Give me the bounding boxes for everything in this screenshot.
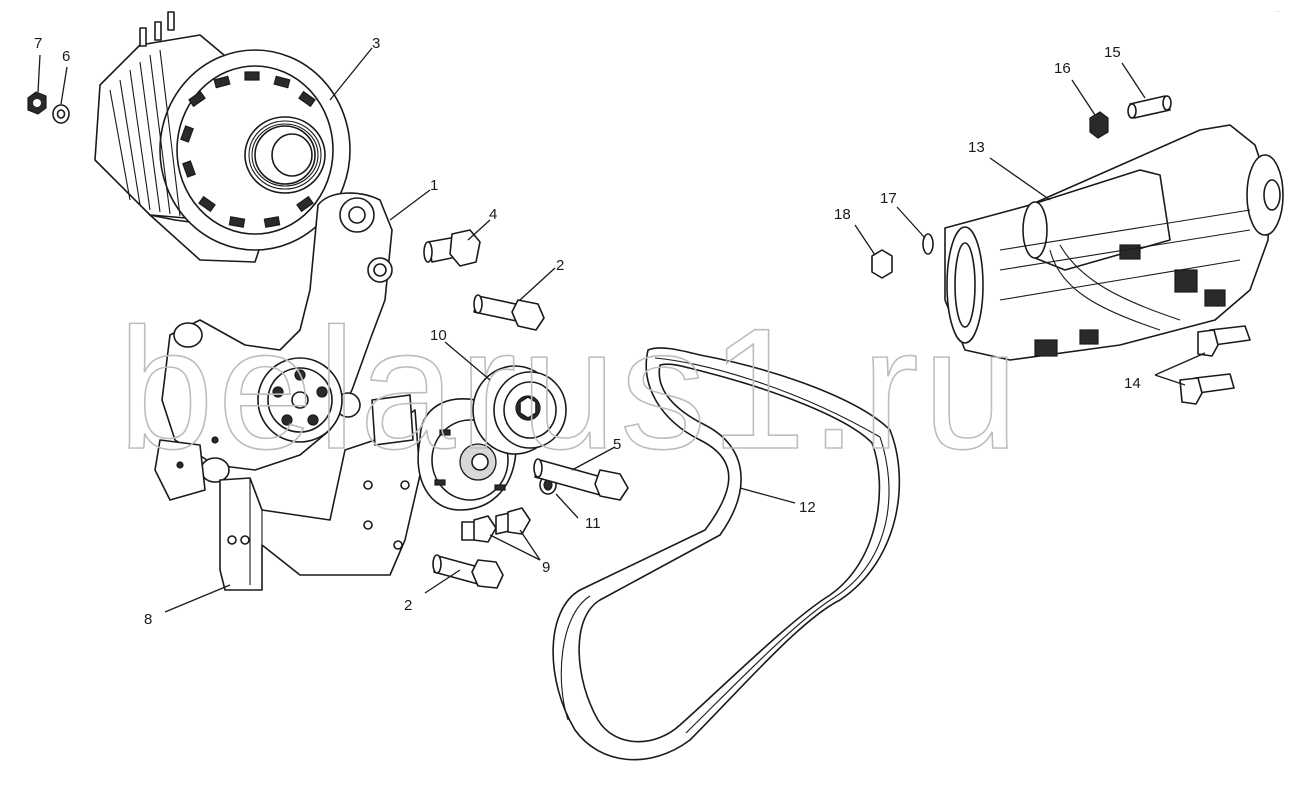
washer-17: [922, 233, 934, 255]
idler-pulley: [472, 365, 567, 455]
bolt-4: [423, 229, 481, 267]
callout-2-lower: 2: [404, 597, 412, 614]
nut-7: [27, 91, 47, 115]
callout-11: 11: [585, 515, 601, 532]
callout-12: 12: [799, 499, 816, 516]
callout-15: 15: [1104, 44, 1121, 61]
callout-4: 4: [489, 206, 497, 223]
callout-labels: 7 6 3 1 4 2 10 5 11 12 9 2 8 13 14 15 16…: [34, 35, 1141, 628]
leader-lines: [37, 47, 1206, 613]
callout-3: 3: [372, 35, 380, 52]
starter-motor: [944, 124, 1284, 361]
watermark: belarus1.ru: [118, 293, 1023, 485]
washer-6: [52, 104, 70, 124]
callout-1: 1: [430, 177, 438, 194]
callout-9: 9: [542, 559, 550, 576]
callout-5: 5: [613, 436, 621, 453]
callout-2-upper: 2: [556, 257, 564, 274]
bolt-5: [533, 458, 629, 501]
bolts-14: [1179, 325, 1251, 405]
callout-8: 8: [144, 611, 152, 628]
alternator: [94, 11, 351, 263]
nut-18: [871, 249, 893, 279]
callout-7: 7: [34, 35, 42, 52]
nut-16: [1089, 111, 1109, 139]
bracket-lower-plate: [219, 394, 421, 591]
callout-10: 10: [430, 327, 447, 344]
bracket-upper: [154, 192, 393, 501]
callout-13: 13: [968, 139, 985, 156]
bolt-2-upper: [473, 294, 545, 331]
drive-belt: [552, 347, 901, 761]
callout-18: 18: [834, 206, 851, 223]
callout-17: 17: [880, 190, 897, 207]
callout-16: 16: [1054, 60, 1071, 77]
bolts-9: [461, 507, 531, 543]
corner-mark: ..: [1276, 8, 1280, 14]
bolt-15: [1127, 95, 1172, 119]
callout-14: 14: [1124, 375, 1141, 392]
callout-6: 6: [62, 48, 70, 65]
bolt-2-lower: [432, 554, 504, 589]
